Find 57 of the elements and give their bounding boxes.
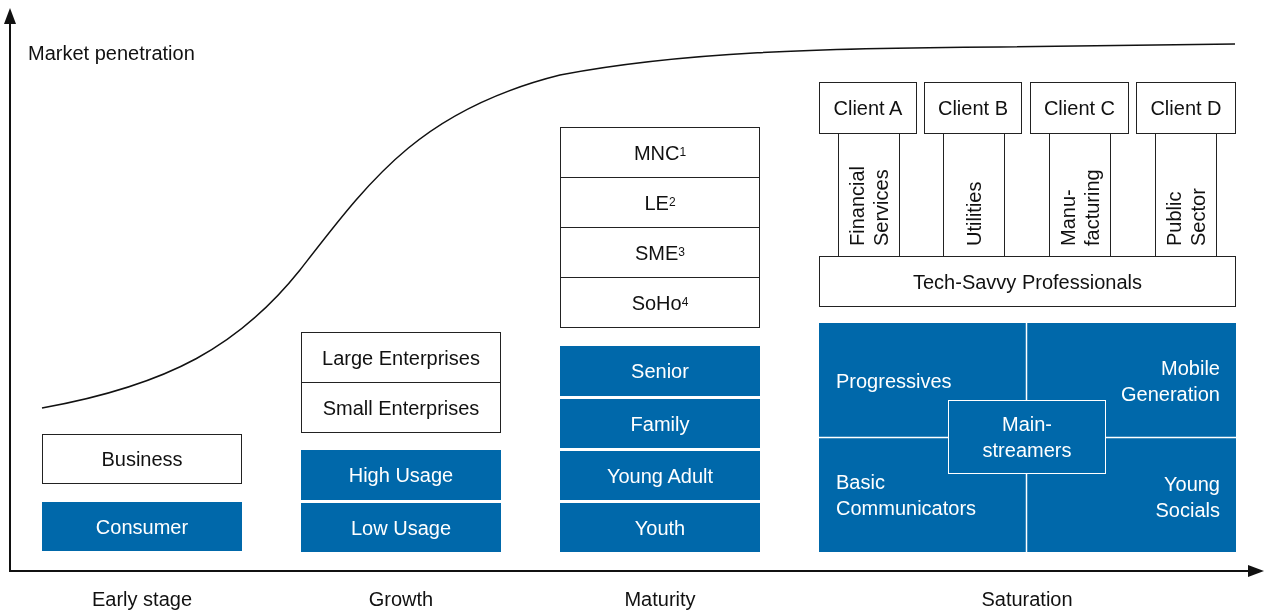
- segment-label: Utilities: [962, 181, 986, 246]
- segment-label: Main- streamers: [981, 412, 1073, 463]
- segment-label: Youth: [634, 515, 686, 541]
- segment-label: Small Enterprises: [322, 395, 480, 421]
- segment-box: [42, 434, 242, 484]
- client-box: [819, 82, 917, 134]
- segment-label: Mobile Generation: [1120, 356, 1220, 407]
- segment-box: [301, 332, 501, 383]
- segment-label: Large Enterprises: [322, 345, 480, 371]
- segment-label: Young Socials: [1154, 472, 1220, 523]
- segment-label: Family: [630, 411, 690, 437]
- segment-box: [560, 398, 760, 448]
- segment-box: [560, 127, 760, 178]
- stage-label: Growth: [368, 588, 434, 611]
- segment-label: MNC$^{1}$: [633, 140, 687, 166]
- segment-box: [560, 177, 760, 228]
- segment-label: Client B: [938, 96, 1008, 121]
- segment-box: [301, 382, 501, 433]
- segment-label: Progressives: [836, 369, 952, 394]
- axis-title: Market penetration: [28, 42, 195, 65]
- industry-column: [838, 133, 900, 257]
- segment-label: Basic Communicators: [836, 470, 978, 521]
- client-box: [1030, 82, 1129, 134]
- segment-box: [42, 501, 242, 551]
- client-box: [1136, 82, 1236, 134]
- segment-box: [560, 227, 760, 278]
- segment-box: [560, 345, 760, 396]
- segment-box: [301, 449, 501, 500]
- industry-column: [1155, 133, 1217, 257]
- industry-column: [1049, 133, 1111, 257]
- stage-label: Maturity: [624, 588, 696, 611]
- segment-label: Public Sector: [1162, 187, 1210, 246]
- segment-label: Manu- facturing: [1056, 168, 1104, 246]
- segment-box: [301, 502, 501, 552]
- segment-label: SME$^{3}$: [635, 240, 685, 266]
- segment-label: Consumer: [95, 514, 189, 540]
- segment-label: Financial Services: [845, 164, 893, 246]
- stage-label: Saturation: [981, 588, 1073, 611]
- segment-label: Client D: [1150, 96, 1222, 121]
- segment-box: [560, 450, 760, 500]
- segment-label: Tech-Savvy Professionals: [913, 269, 1142, 295]
- client-box: [924, 82, 1022, 134]
- segment-label: Young Adult: [606, 463, 713, 489]
- segment-label: Low Usage: [350, 515, 452, 541]
- segment-label: LE$^{2}$: [644, 190, 676, 216]
- segment-box: [560, 277, 760, 328]
- segment-label: Client A: [833, 96, 903, 121]
- segment-box: [560, 502, 760, 552]
- segment-label: High Usage: [348, 463, 454, 488]
- segment-box: [819, 256, 1236, 307]
- segment-label: SoHo$^{4}$: [631, 290, 689, 316]
- stage-label: Early stage: [91, 588, 193, 611]
- center-box: [948, 400, 1106, 474]
- segment-label: Client C: [1043, 96, 1116, 121]
- segment-label: Senior: [631, 359, 689, 384]
- industry-column: [943, 133, 1005, 257]
- segment-label: Business: [101, 447, 183, 472]
